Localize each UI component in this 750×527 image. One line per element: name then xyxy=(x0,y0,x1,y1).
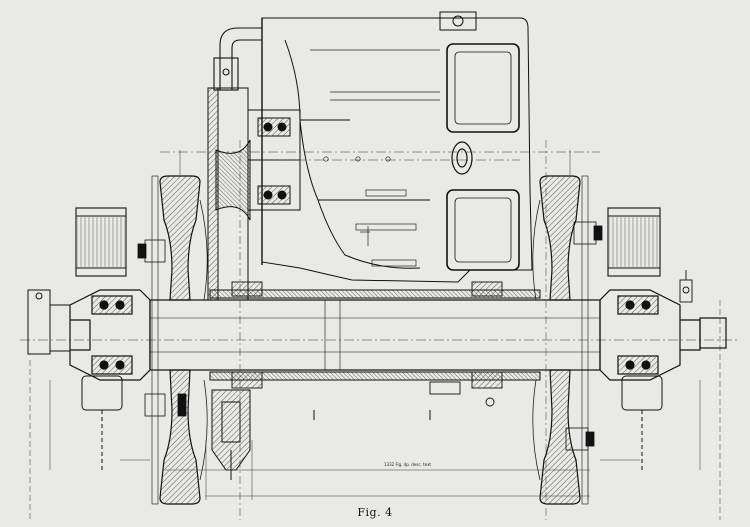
axle-bearings xyxy=(231,281,503,407)
left-end-cap xyxy=(27,289,71,355)
gear-case xyxy=(207,87,251,301)
elbow-pipe xyxy=(213,27,262,91)
center-lines xyxy=(20,151,740,341)
dimension-note: 1332 Fig. 4p. desc. text xyxy=(384,462,431,467)
left-axle-box xyxy=(69,289,151,381)
figure-caption: Fig. 4 xyxy=(357,506,393,519)
left-wheel xyxy=(151,175,201,505)
oval-port xyxy=(451,141,473,175)
quill-shaft xyxy=(209,289,541,381)
markers xyxy=(313,410,431,420)
lower-gear-detail xyxy=(211,389,251,480)
tyre-profiles xyxy=(199,199,541,481)
inspection-window-upper xyxy=(446,43,520,133)
housing-internal-lines xyxy=(310,49,440,267)
right-fitting xyxy=(679,270,693,303)
axle xyxy=(149,299,601,371)
left-spring xyxy=(75,207,127,277)
right-axle-box xyxy=(599,289,727,381)
right-spring xyxy=(607,207,661,277)
hub-bolts xyxy=(137,221,603,451)
motor-housing xyxy=(261,11,533,283)
inspection-window-lower xyxy=(446,189,520,271)
dimension-lines xyxy=(29,140,721,520)
spring-pads xyxy=(81,375,663,470)
right-wheel xyxy=(539,175,589,505)
